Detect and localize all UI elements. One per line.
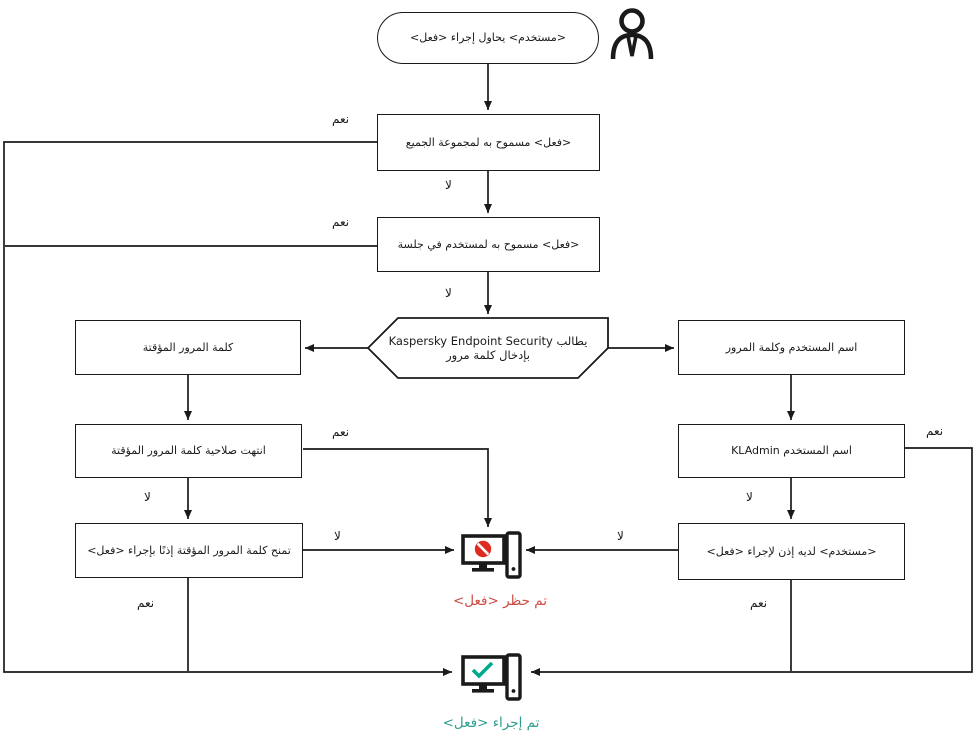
status-performed-label: تم إجراء <فعل> (442, 715, 540, 731)
edge-label-yes-everyone: نعم (332, 112, 350, 126)
node-temp-password-label: كلمة المرور المؤقتة (142, 340, 234, 354)
success-computer-icon (461, 653, 522, 701)
edge-label-yes-kladmin: نعم (926, 424, 944, 438)
blocked-computer-icon (461, 531, 522, 579)
node-user-password-label: اسم المستخدم وكلمة المرور (725, 340, 858, 354)
node-start: <مستخدم> يحاول إجراء <فعل> (377, 12, 599, 64)
edge-label-no-kladmin: لا (746, 490, 753, 504)
node-kladmin: اسم المستخدم KLAdmin (678, 424, 905, 478)
edge-label-yes-session: نعم (332, 215, 350, 229)
node-allowed-session-label: <فعل> مسموح به لمستخدم في جلسة (397, 237, 580, 251)
node-allowed-session: <فعل> مسموح به لمستخدم في جلسة (377, 217, 600, 272)
edge-label-yes-expired: نعم (332, 425, 350, 439)
node-user-has-perm: <مستخدم> لديه إذن لإجراء <فعل> (678, 523, 905, 580)
node-allowed-everyone-label: <فعل> مسموح به لمجموعة الجميع (405, 135, 572, 149)
node-allowed-everyone: <فعل> مسموح به لمجموعة الجميع (377, 114, 600, 171)
node-kladmin-label: اسم المستخدم KLAdmin (731, 444, 852, 458)
edge-label-yes-grants: نعم (137, 596, 155, 610)
edge-expired-yes-to-blocked (303, 448, 492, 527)
node-user-has-perm-label: <مستخدم> لديه إذن لإجراء <فعل> (706, 544, 877, 558)
node-prompt-label: يطالب Kaspersky Endpoint Security بإدخال… (388, 334, 588, 362)
edge-label-yes-has-perm: نعم (750, 596, 768, 610)
edge-label-no-everyone: لا (445, 178, 452, 192)
node-temp-password: كلمة المرور المؤقتة (75, 320, 301, 375)
edge-kladmin-yes-to-performed (531, 447, 973, 676)
node-start-label: <مستخدم> يحاول إجراء <فعل> (410, 31, 566, 45)
edge-label-no-session: لا (445, 286, 452, 300)
node-temp-expired: انتهت صلاحية كلمة المرور المؤقتة (75, 424, 302, 478)
edge-everyone-yes-to-performed (3, 141, 452, 676)
status-blocked-label: تم حظر <فعل> (452, 593, 547, 609)
node-temp-grants-label: تمنح كلمة المرور المؤقتة إذنًا بإجراء <ف… (87, 543, 291, 557)
node-user-password: اسم المستخدم وكلمة المرور (678, 320, 905, 375)
edge-label-no-expired: لا (144, 490, 151, 504)
edge-label-no-grants: لا (334, 529, 341, 543)
prompt-hexagon-shape (366, 317, 609, 379)
node-temp-grants: تمنح كلمة المرور المؤقتة إذنًا بإجراء <ف… (75, 523, 303, 578)
node-temp-expired-label: انتهت صلاحية كلمة المرور المؤقتة (111, 444, 266, 458)
node-prompt: يطالب Kaspersky Endpoint Security بإدخال… (376, 320, 600, 376)
edge-label-no-has-perm: لا (617, 529, 624, 543)
person-icon (610, 8, 654, 60)
